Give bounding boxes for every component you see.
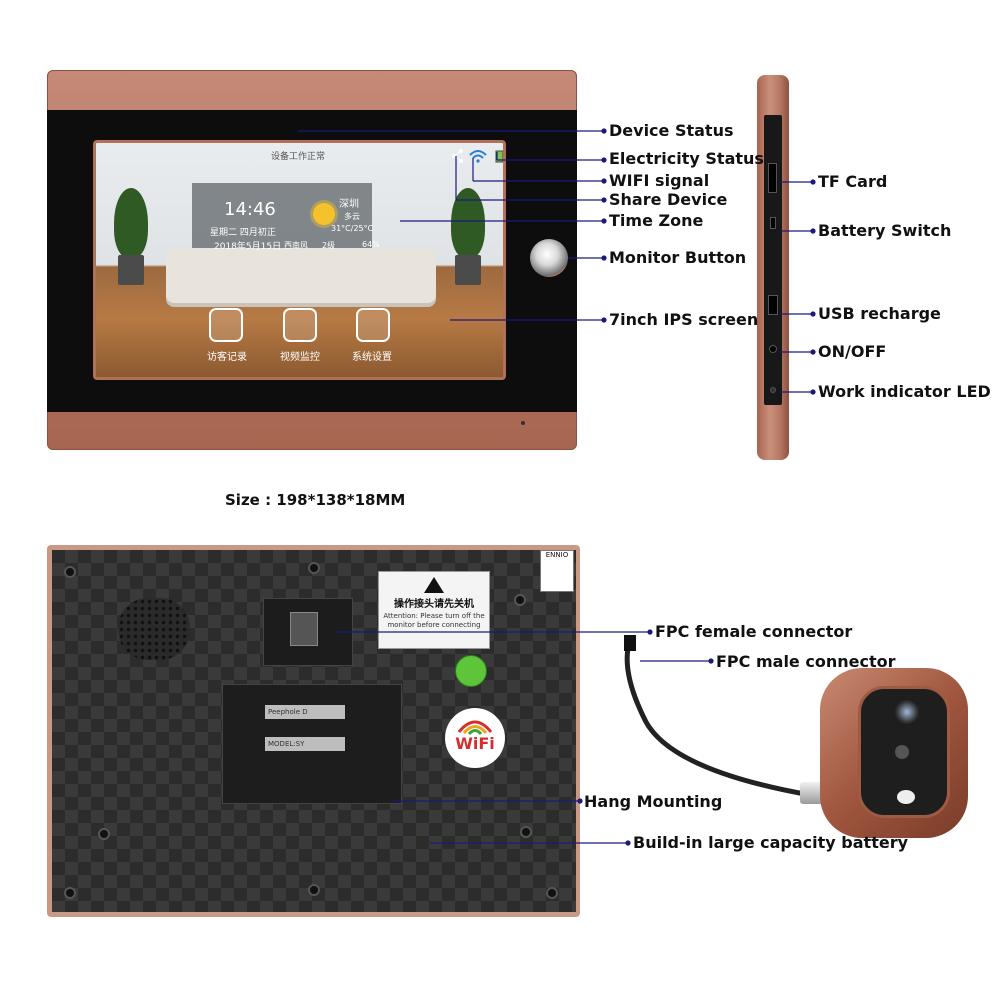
label-fpc-male: FPC male connector [716,652,896,671]
screw [64,566,76,578]
pot-left-image [118,255,144,285]
app-label-settings[interactable]: 系统设置 [352,352,392,363]
gear-icon[interactable] [356,308,390,342]
on-off-button[interactable] [769,345,777,353]
warning-cn: 操作接头请先关机 [394,599,474,610]
label-wifi-signal: WIFI signal [609,171,710,190]
label-time-zone: Time Zone [609,211,704,230]
model-tag: ENNIO [540,550,574,592]
clock-time: 14:46 [224,199,276,220]
camera-sensor [895,745,909,759]
weather-city: 深圳 [339,199,359,210]
status-icons [452,149,503,163]
weather-sun-icon [313,203,335,225]
model-tag-text: ENNIO [545,551,569,559]
camera-lens [895,700,919,724]
size-caption: Size : 198*138*18MM [225,491,406,509]
mount-label-2: MODEL:SY [265,737,345,751]
microphone-hole [521,421,525,425]
screen-sofa-image [166,248,436,303]
label-ips-screen: 7inch IPS screen [609,310,759,329]
speaker-grille [118,598,190,660]
weather-wind-level: 2级 [322,241,336,250]
label-battery-switch: Battery Switch [818,221,952,240]
screw [520,826,532,838]
clock-date-lunar: 星期二 四月初正 [210,228,276,238]
screw [98,828,110,840]
screw [64,887,76,899]
battery-icon [495,150,503,163]
monitor-button[interactable] [530,239,568,277]
mount-label-1: Peephole D [265,705,345,719]
fpc-cable [624,635,811,798]
hang-mounting-bracket: Peephole D MODEL:SY [222,684,402,804]
ce-badge [455,655,487,687]
warning-icon [424,577,444,593]
label-battery: Build-in large capacity battery [633,833,909,852]
label-electricity-status: Electricity Status [609,149,764,168]
tf-card-slot[interactable] [768,163,777,193]
label-fpc-female: FPC female connector [655,622,853,641]
share-icon [452,149,463,163]
photo-icon[interactable] [209,308,243,342]
weather-temp: 31°C/25°C [331,224,374,233]
weather-desc: 多云 [344,212,360,221]
weather-wind: 西南风 [284,241,308,250]
warning-en: Attention: Please turn off the monitor b… [383,612,485,629]
label-share-device: Share Device [609,190,728,209]
status-text: 设备工作正常 [271,152,326,162]
screw [308,562,320,574]
label-hang-mounting: Hang Mounting [584,792,723,811]
label-monitor-button: Monitor Button [609,248,747,267]
screw [546,887,558,899]
clock-date: 2018年5月15日 [214,242,282,252]
wifi-badge-text: WiFi [455,734,495,753]
led-indicator [770,387,776,393]
fpc-female-connector[interactable] [290,612,318,646]
wifi-badge: WiFi [445,708,505,768]
app-label-visitor[interactable]: 访客记录 [207,352,247,363]
fpc-male-connector [624,635,636,651]
label-tf-card: TF Card [818,172,888,191]
person-icon[interactable] [283,308,317,342]
app-label-monitor[interactable]: 视频监控 [280,352,320,363]
weather-humidity: 64% [362,240,380,249]
doorbell-button[interactable] [897,790,915,804]
plant-left-image [114,188,148,258]
side-panel [764,115,782,405]
pot-right-image [455,255,481,285]
screw [514,594,526,606]
wifi-logo-icon [457,720,493,736]
screw [308,884,320,896]
battery-switch[interactable] [770,217,776,229]
ips-screen: 设备工作正常 14:46 星期二 四月初正 2018年5月15日 深圳 多云 3… [93,140,506,380]
plant-right-image [451,188,485,258]
warning-sticker: 操作接头请先关机 Attention: Please turn off the … [378,571,490,649]
label-device-status: Device Status [609,121,734,140]
usb-port[interactable] [768,295,778,315]
label-work-led: Work indicator LED [818,382,991,401]
wifi-signal-icon [469,150,487,163]
label-on-off: ON/OFF [818,342,887,361]
label-usb-recharge: USB recharge [818,304,941,323]
